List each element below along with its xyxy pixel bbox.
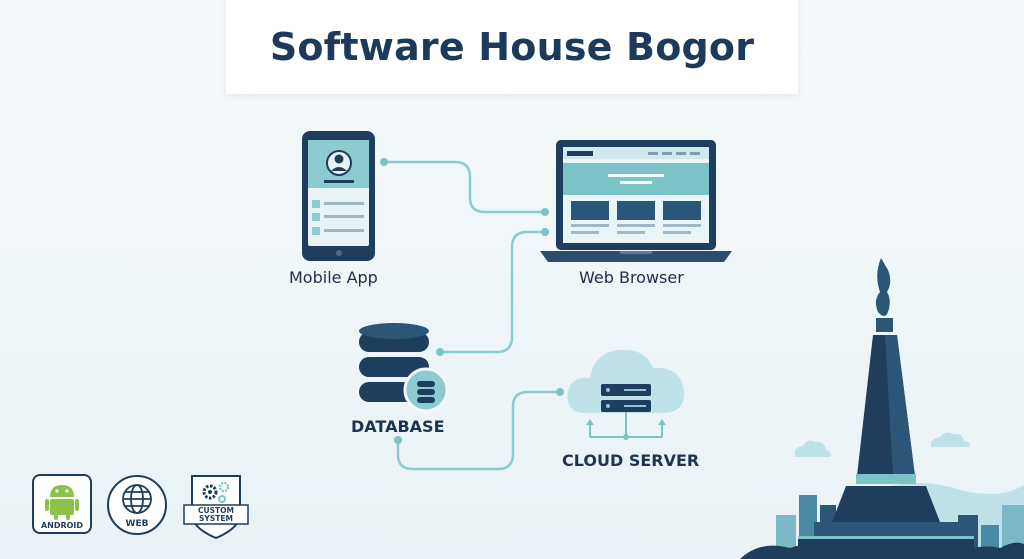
connector-mobile-web	[382, 160, 547, 214]
web-badge-label: WEB	[126, 519, 149, 529]
database-icon	[359, 323, 449, 413]
android-badge-label: ANDROID	[41, 521, 83, 530]
web-badge: WEB	[107, 475, 167, 535]
web-browser-label: Web Browser	[579, 268, 684, 287]
smartphone-icon	[302, 131, 375, 261]
connector-db-cloud	[396, 390, 562, 471]
decor-clouds	[794, 432, 970, 457]
connector-db-web	[438, 230, 547, 354]
laptop-icon	[540, 140, 732, 262]
globe-icon	[122, 484, 152, 514]
custom-badge-line2: SYSTEM	[199, 514, 233, 523]
page-title: Software House Bogor	[269, 25, 755, 69]
custom-badge-line1: CUSTOM	[198, 506, 234, 515]
custom-system-badge: CUSTOM SYSTEM	[183, 475, 249, 540]
cloud-server-icon	[567, 349, 685, 440]
database-label: DATABASE	[351, 417, 445, 436]
gear-icon	[202, 481, 230, 503]
title-card: Software House Bogor	[226, 0, 798, 94]
cloud-server-label: CLOUD SERVER	[562, 451, 700, 470]
android-badge: ANDROID	[32, 474, 92, 534]
mobile-app-label: Mobile App	[289, 268, 378, 287]
connector-dots	[380, 158, 564, 444]
monument-icon	[798, 258, 974, 559]
connectors	[382, 160, 562, 471]
android-icon	[45, 485, 79, 520]
